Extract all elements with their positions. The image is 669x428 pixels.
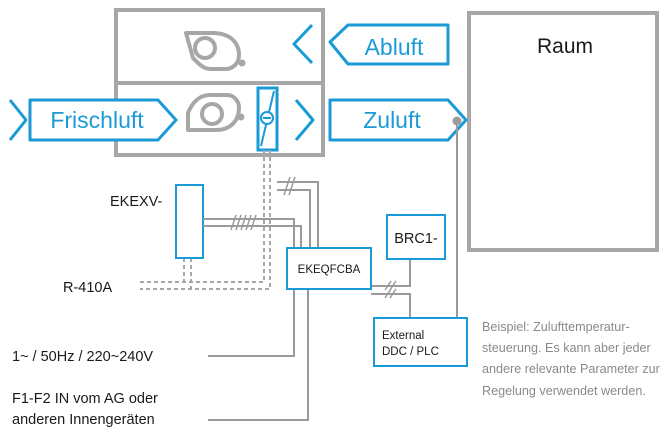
external-controller-label-line1: External — [382, 330, 424, 342]
f1f2-label-line1: F1-F2 IN vom AG oder — [12, 391, 158, 407]
supply-fan-icon — [186, 93, 245, 132]
room-label: Raum — [537, 35, 593, 58]
sensor-probe-icon — [452, 116, 462, 126]
expansion-valve-label: EKEXV- — [110, 194, 163, 210]
remote-controller-label: BRC1- — [394, 231, 438, 247]
abluft-label: Abluft — [365, 34, 424, 60]
wiring — [203, 181, 411, 421]
refrigerant-label: R-410A — [63, 280, 112, 296]
room-box — [467, 11, 659, 252]
supply-air-sensor — [452, 116, 462, 318]
wire-hatch-marks — [230, 176, 397, 299]
control-box — [286, 247, 372, 290]
frischluft-arrow: Frischluft — [8, 98, 178, 142]
exhaust-fan-icon — [184, 31, 246, 71]
external-controller-box — [373, 317, 468, 367]
expansion-valve-box — [175, 184, 204, 259]
abluft-arrow: Abluft — [292, 23, 450, 66]
example-note: Beispiel: Zulufttemperatur-steuerung. Es… — [482, 320, 660, 398]
control-box-label: EKEQFCBA — [298, 264, 361, 276]
external-controller-label-line2: DDC / PLC — [382, 346, 439, 358]
power-supply-label: 1~ / 50Hz / 220~240V — [12, 349, 153, 365]
heat-exchanger-coil — [256, 86, 279, 152]
unit-upper-section — [114, 8, 325, 85]
zuluft-arrow: Zuluft — [294, 98, 468, 142]
refrigerant-piping — [140, 150, 271, 290]
remote-controller-box — [386, 214, 446, 260]
f1f2-label-line2: anderen Innengeräten — [12, 412, 155, 428]
zuluft-label: Zuluft — [363, 107, 421, 133]
frischluft-label: Frischluft — [50, 107, 144, 133]
